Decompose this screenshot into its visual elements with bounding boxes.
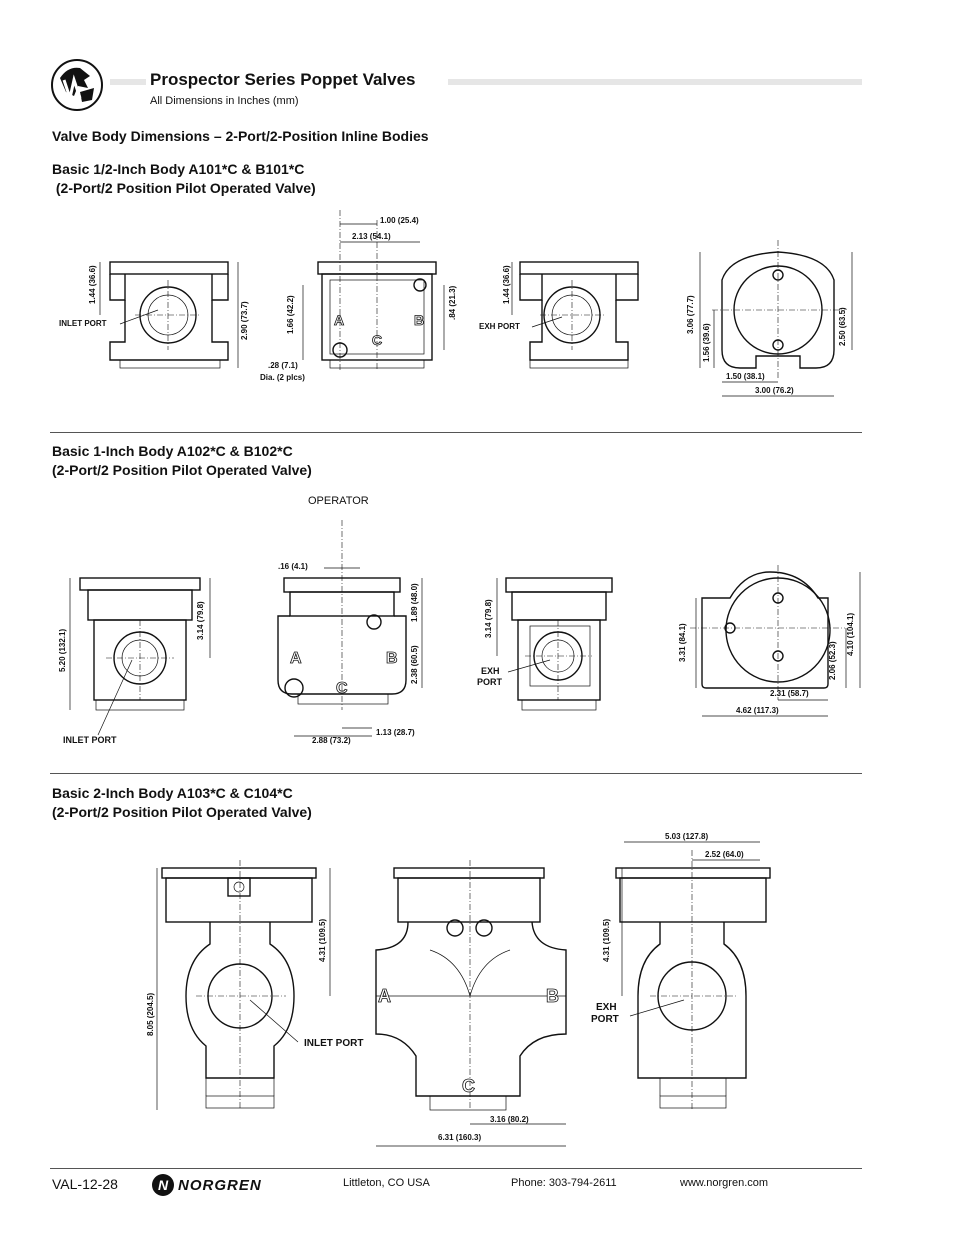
svg-text:C: C [336, 680, 348, 697]
s2-exh-label-2: PORT [477, 677, 503, 687]
s2-dim-1: 5.20 (132.1) [58, 628, 67, 672]
s2-dim-4: 1.89 (48.0) [410, 583, 419, 622]
s3-dim-6: 2.52 (64.0) [705, 850, 744, 859]
section2-heading: Basic 1-Inch Body A102*C & B102*C (2-Por… [52, 442, 312, 480]
footer-page-number: VAL-12-28 [52, 1176, 118, 1192]
section2-heading-line1: Basic 1-Inch Body A102*C & B102*C [52, 443, 293, 459]
svg-text:C: C [462, 1076, 475, 1096]
s3-inlet-port-label: INLET PORT [304, 1038, 364, 1049]
svg-text:B: B [546, 986, 559, 1006]
s3-exh-label-2: PORT [591, 1014, 619, 1025]
s2-dim-3: .16 (4.1) [278, 562, 308, 571]
s2-dim-13: 4.62 (117.3) [736, 706, 779, 715]
s3-exh-label-1: EXH [596, 1002, 617, 1013]
s1-dim-6: .84 (21.3) [448, 285, 457, 320]
section2-drawings: A B C [69, 520, 861, 737]
s3-dim-5: 5.03 (127.8) [665, 832, 709, 841]
s2-dim-7: 2.88 (73.2) [312, 736, 351, 745]
s2-view1-inlet [69, 577, 211, 736]
footer-website[interactable]: www.norgren.com [680, 1177, 769, 1189]
svg-text:B: B [386, 650, 398, 667]
svg-text:A: A [290, 650, 302, 667]
s1-dim-1: 1.00 (25.4) [380, 216, 419, 225]
s3-view1-inlet [156, 860, 331, 1110]
s1-dim-11: 2.50 (63.5) [838, 307, 847, 346]
s2-dim-11: 4.10 (104.1) [846, 612, 855, 656]
s2-dim-8: 3.14 (79.8) [484, 599, 493, 638]
s1-view4-end [699, 240, 853, 397]
divider-1 [50, 432, 862, 433]
svg-text:C: C [372, 332, 382, 348]
s3-dim-3: 3.16 (80.2) [490, 1115, 529, 1124]
page-title: Prospector Series Poppet Valves [150, 70, 416, 89]
s2-dim-2: 3.14 (79.8) [196, 601, 205, 640]
section2-heading-line2: (2-Port/2 Position Pilot Operated Valve) [52, 462, 312, 478]
s1-dim-7b: Dia. (2 plcs) [260, 373, 305, 382]
s1-dim-2: 2.13 (54.1) [352, 232, 391, 241]
s1-dim-9: 3.06 (77.7) [686, 295, 695, 334]
page-subtitle: All Dimensions in Inches (mm) [150, 95, 299, 107]
s3-dim-7: 4.31 (109.5) [602, 918, 611, 962]
s1-dim-13: 3.00 (76.2) [755, 386, 794, 395]
s1-dim-10: 1.56 (39.6) [702, 323, 711, 362]
section3-heading-line2: (2-Port/2 Position Pilot Operated Valve) [52, 804, 312, 820]
s2-view4-end [690, 565, 861, 717]
section1-heading-line1: Basic 1/2-Inch Body A101*C & B101*C [52, 161, 305, 177]
s3-dim-4: 6.31 (160.3) [438, 1133, 482, 1142]
s1-view1-inlet [99, 261, 239, 369]
s3-view2-side: A B C [375, 860, 567, 1147]
s2-view3-exh [496, 577, 613, 711]
section3-heading: Basic 2-Inch Body A103*C & C104*C (2-Por… [52, 784, 312, 822]
header-bar-right [448, 79, 862, 85]
s3-view3-exh [615, 841, 771, 1110]
svg-text:A: A [378, 986, 391, 1006]
s1-inlet-port-label: INLET PORT [59, 319, 107, 328]
footer-location: Littleton, CO USA [343, 1177, 430, 1189]
s1-view2-side: A B C [302, 210, 445, 370]
s2-dim-5: 2.38 (60.5) [410, 645, 419, 684]
section3-heading-line1: Basic 2-Inch Body A103*C & C104*C [52, 785, 293, 801]
s3-dim-2: 4.31 (109.5) [318, 918, 327, 962]
s1-view3-exh [511, 261, 639, 369]
s1-dim-12: 1.50 (38.1) [726, 372, 765, 381]
s1-dim-8: 1.44 (36.6) [502, 265, 511, 304]
footer-phone: Phone: 303-794-2611 [511, 1177, 617, 1189]
s1-dim-7: .28 (7.1) [268, 361, 298, 370]
s2-exh-label-1: EXH [481, 666, 500, 676]
s1-exh-port-label: EXH PORT [479, 322, 520, 331]
s2-dim-12: 2.31 (58.7) [770, 689, 809, 698]
section-title: Valve Body Dimensions – 2-Port/2-Positio… [52, 128, 429, 144]
svg-text:A: A [334, 312, 344, 328]
norgren-logo-icon: N [152, 1174, 174, 1196]
divider-2 [50, 773, 862, 774]
svg-text:B: B [414, 312, 424, 328]
footer-rule [50, 1168, 862, 1169]
s2-inlet-port-label: INLET PORT [63, 735, 117, 745]
s2-dim-9: 3.31 (84.1) [678, 623, 687, 662]
header-bar-left [110, 79, 146, 85]
section3-drawings: A B C [156, 841, 771, 1147]
section1-heading: Basic 1/2-Inch Body A101*C & B101*C (2-P… [52, 160, 316, 198]
s1-dim-4: 2.90 (73.7) [240, 301, 249, 340]
s1-dim-3: 1.44 (36.6) [88, 265, 97, 304]
s3-dim-1: 8.05 (204.5) [146, 992, 155, 1036]
s2-dim-10: 2.06 (52.3) [828, 641, 837, 680]
norgren-wordmark: NORGREN [178, 1176, 262, 1194]
section1-drawings: A B C [99, 210, 853, 397]
s2-operator-label: OPERATOR [308, 495, 369, 507]
norgren-logo: N NORGREN [152, 1174, 262, 1196]
s2-dim-6: 1.13 (28.7) [376, 728, 415, 737]
logo-globe-icon [50, 58, 104, 112]
s1-dim-5: 1.66 (42.2) [286, 295, 295, 334]
section1-heading-line2: (2-Port/2 Position Pilot Operated Valve) [52, 180, 316, 196]
s2-view2-side: A B C [277, 520, 423, 737]
